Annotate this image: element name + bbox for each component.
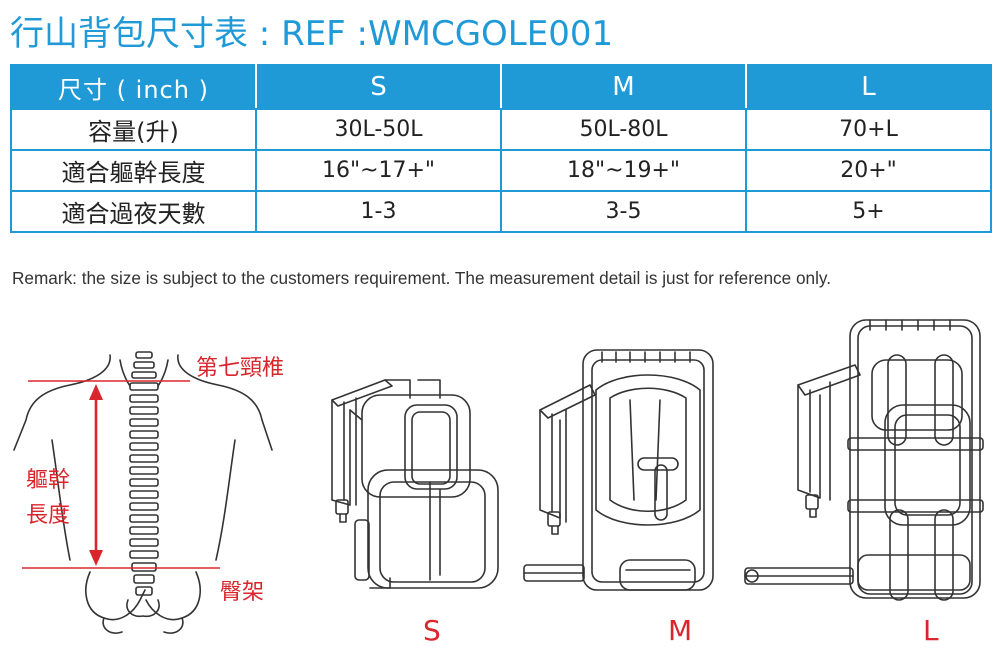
label-hip-frame: 臀架 — [220, 580, 265, 605]
table-cell: 18"~19+" — [500, 149, 747, 192]
table-row: 適合過夜天數 1-3 3-5 5+ — [10, 190, 992, 233]
header-size-unit: 尺寸 ( inch ) — [10, 64, 257, 110]
pack-label-m: M — [668, 614, 693, 647]
row-label-capacity: 容量(升) — [10, 108, 257, 151]
row-label-torso: 適合軀幹長度 — [10, 149, 257, 192]
backpack-m-icon — [523, 349, 714, 591]
table-cell: 50L-80L — [500, 108, 747, 151]
header-size-m: M — [500, 64, 747, 110]
torso-length-arrow — [22, 380, 220, 569]
arrow-heads-icon — [89, 384, 103, 566]
header-size-l: L — [745, 64, 992, 110]
page-title: 行山背包尺寸表 : REF :WMCGOLE001 — [10, 14, 614, 54]
label-torso-line1: 軀幹 — [26, 468, 71, 493]
pack-label-l: L — [923, 614, 939, 647]
table-cell: 30L-50L — [255, 108, 502, 151]
backpack-l-icon — [744, 319, 984, 601]
label-c7-vertebra: 第七頸椎 — [196, 356, 285, 381]
label-torso-line2: 長度 — [26, 503, 71, 528]
header-size-s: S — [255, 64, 502, 110]
row-label-nights: 適合過夜天數 — [10, 190, 257, 233]
spine-icon — [129, 351, 159, 596]
table-row: 適合軀幹長度 16"~17+" 18"~19+" 20+" — [10, 149, 992, 192]
backpack-s-icon — [331, 379, 499, 589]
table-cell: 16"~17+" — [255, 149, 502, 192]
table-cell: 20+" — [745, 149, 992, 192]
pack-label-s: S — [423, 614, 441, 647]
table-cell: 3-5 — [500, 190, 747, 233]
size-table: 尺寸 ( inch ) S M L 容量(升) 30L-50L 50L-80L … — [10, 64, 992, 233]
table-cell: 1-3 — [255, 190, 502, 233]
torso-outline-icon — [13, 354, 273, 634]
remark-text: Remark: the size is subject to the custo… — [12, 268, 831, 288]
table-cell: 70+L — [745, 108, 992, 151]
table-header-row: 尺寸 ( inch ) S M L — [10, 64, 992, 110]
table-cell: 5+ — [745, 190, 992, 233]
table-row: 容量(升) 30L-50L 50L-80L 70+L — [10, 108, 992, 151]
